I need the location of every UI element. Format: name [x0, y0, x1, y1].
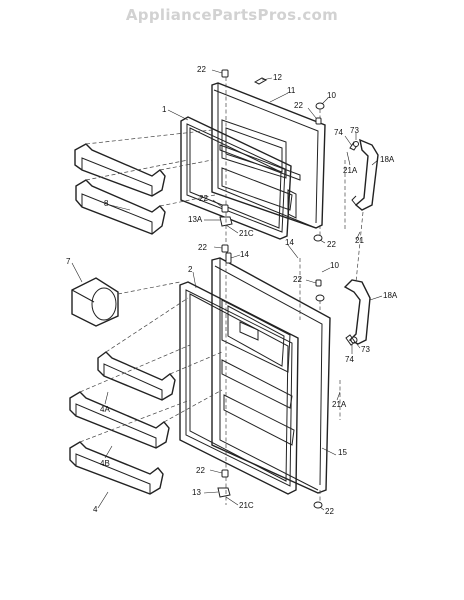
label-7: 7 [66, 257, 71, 266]
dairy-bin [71, 277, 181, 327]
freezer-top-hardware [219, 69, 379, 302]
part-number-labels: 22 12 11 10 22 74 73 1 21A 18A 8 22 13A … [66, 65, 398, 516]
label-11: 11 [287, 86, 296, 95]
label-15: 15 [338, 448, 347, 457]
label-21a: 21A [343, 166, 358, 175]
label-13a: 13A [188, 215, 203, 224]
label-22: 22 [198, 243, 207, 252]
label-4b: 4B [100, 459, 110, 468]
label-1: 1 [162, 105, 167, 114]
label-22: 22 [325, 507, 334, 516]
hinge-axis-lines [225, 77, 364, 505]
label-18a: 18A [383, 291, 398, 300]
label-14: 14 [285, 238, 294, 247]
label-13: 13 [192, 488, 201, 497]
fresh-food-hardware [217, 244, 371, 509]
label-4: 4 [93, 505, 98, 514]
label-14: 14 [240, 250, 249, 259]
label-22: 22 [294, 101, 303, 110]
label-18a: 18A [380, 155, 395, 164]
label-73: 73 [350, 126, 359, 135]
label-22: 22 [327, 240, 336, 249]
fresh-food-door-shelves [69, 297, 223, 495]
label-22: 22 [197, 65, 206, 74]
label-10: 10 [330, 261, 339, 270]
label-4a: 4A [100, 405, 110, 414]
callout-leaders [71, 69, 383, 511]
label-2: 2 [188, 265, 193, 274]
label-21c: 21C [239, 229, 254, 238]
label-8: 8 [104, 199, 109, 208]
label-21c: 21C [239, 501, 254, 510]
label-22: 22 [196, 466, 205, 475]
label-22: 22 [293, 275, 302, 284]
label-12: 12 [273, 73, 282, 82]
label-21: 21 [355, 236, 364, 245]
label-74: 74 [345, 355, 354, 364]
fresh-food-door-assembly [179, 257, 331, 495]
label-74: 74 [334, 128, 343, 137]
freezer-door-assembly [180, 82, 326, 240]
label-10: 10 [327, 91, 336, 100]
label-22: 22 [199, 194, 208, 203]
site-watermark-title: AppliancePartsPros.com [125, 6, 339, 24]
freezer-door-shelves [74, 129, 216, 235]
label-73: 73 [361, 345, 370, 354]
label-21a: 21A [332, 400, 347, 409]
